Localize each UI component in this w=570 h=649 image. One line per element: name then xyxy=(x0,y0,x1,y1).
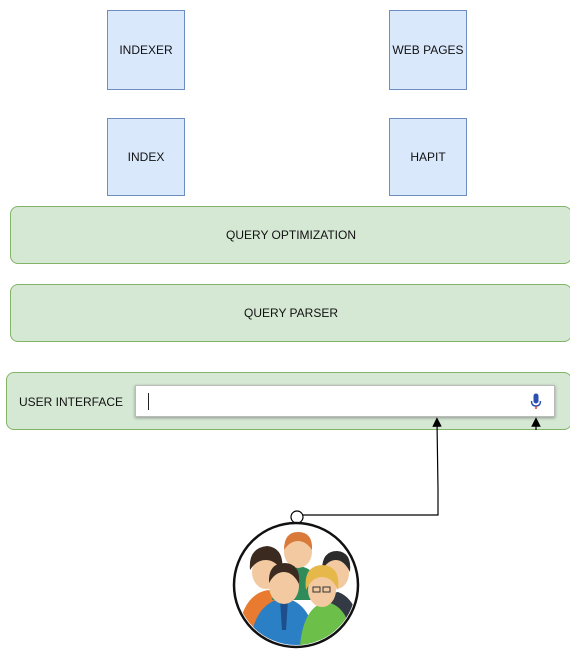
indexer-label: INDEXER xyxy=(119,43,173,57)
user-group-icon xyxy=(232,521,360,649)
user-to-search-connector xyxy=(303,417,442,516)
indexer-box: INDEXER xyxy=(107,10,185,90)
index-label: INDEX xyxy=(127,150,165,164)
user-interface-layer: USER INTERFACE xyxy=(6,372,570,430)
hapit-label: HAPIT xyxy=(410,150,446,164)
query-optimization-label: QUERY OPTIMIZATION xyxy=(225,228,356,242)
user-interface-label: USER INTERFACE xyxy=(19,395,124,409)
text-cursor xyxy=(148,393,149,410)
query-optimization-layer: QUERY OPTIMIZATION xyxy=(10,206,570,264)
index-box: INDEX xyxy=(107,118,185,196)
web-pages-box: WEB PAGES xyxy=(389,10,467,90)
connection-port xyxy=(290,510,304,524)
hapit-box: HAPIT xyxy=(389,118,467,196)
query-parser-label: QUERY PARSER xyxy=(243,306,339,320)
web-pages-label: WEB PAGES xyxy=(392,43,464,57)
microphone-icon[interactable] xyxy=(530,393,542,411)
query-parser-layer: QUERY PARSER xyxy=(10,284,570,342)
search-input[interactable] xyxy=(135,385,555,417)
